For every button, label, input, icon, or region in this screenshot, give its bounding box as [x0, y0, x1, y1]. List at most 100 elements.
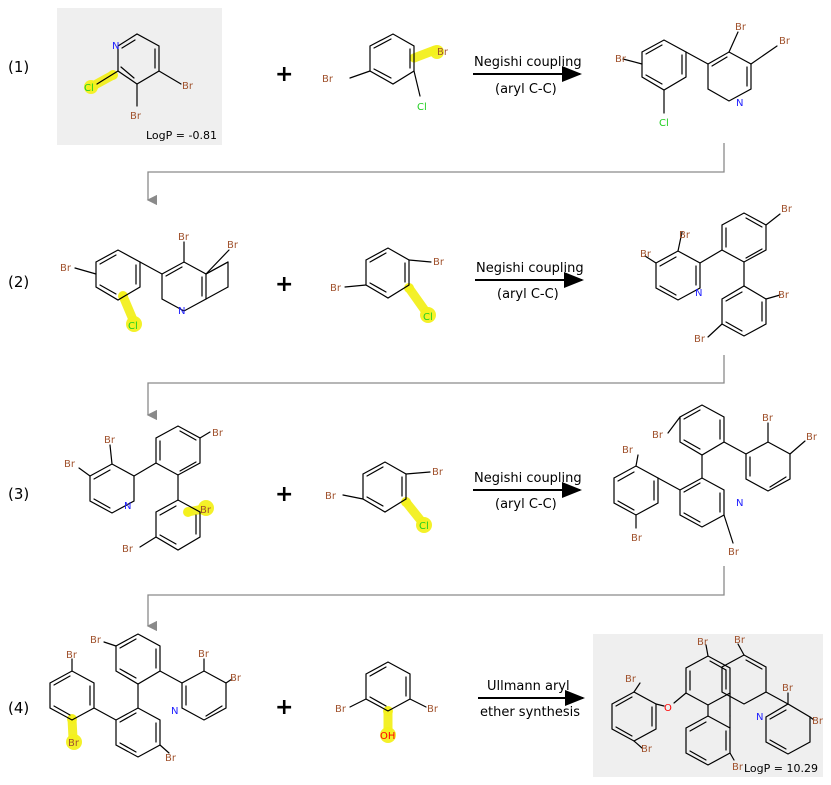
molecule-dibromochlorobenzene-3: Br Br Cl: [325, 461, 444, 533]
atom-br: Br: [432, 467, 444, 478]
atom-br: Br: [227, 240, 239, 251]
product-1: Br Cl N Br Br: [615, 22, 791, 129]
atom-br: Br: [694, 334, 706, 345]
atom-cl: Cl: [659, 118, 669, 129]
atom-br: Br: [427, 704, 439, 715]
logp-final: LogP = 10.29: [744, 762, 818, 775]
atom-br: Br: [165, 753, 177, 764]
atom-br: Br: [60, 263, 72, 274]
atom-br: Br: [200, 505, 212, 516]
step-label-4: (4): [8, 699, 29, 717]
molecule-dibromochloropyridine: N Cl Br Br: [84, 33, 194, 122]
reaction-type-1: (aryl C-C): [495, 82, 557, 97]
molecule-dibromochlorobenzene-1: Br Br Cl: [322, 33, 449, 113]
atom-br: Br: [335, 704, 347, 715]
atom-br: Br: [631, 533, 643, 544]
atom-br: Br: [325, 491, 337, 502]
atom-n: N: [171, 706, 178, 717]
connector-1-2: [146, 143, 725, 206]
atom-n: N: [695, 288, 702, 299]
reaction-name-1: Negishi coupling: [474, 55, 582, 70]
atom-br: Br: [230, 673, 242, 684]
atom-br: Br: [640, 249, 652, 260]
atom-br: Br: [198, 649, 210, 660]
atom-br: Br: [652, 430, 664, 441]
reaction-name-2: Negishi coupling: [476, 261, 584, 276]
atom-br: Br: [64, 459, 76, 470]
connector-2-3: [146, 355, 725, 421]
atom-n: N: [756, 712, 763, 723]
atom-br: Br: [622, 445, 634, 456]
plus-sign-3: +: [275, 482, 293, 507]
molecule-intermediate-1: Br Cl N Br Br: [60, 232, 239, 332]
atom-br: Br: [433, 257, 445, 268]
atom-br: Br: [641, 744, 653, 755]
atom-br: Br: [779, 36, 791, 47]
atom-br: Br: [778, 290, 790, 301]
atom-br: Br: [66, 650, 78, 661]
atom-br: Br: [762, 413, 774, 424]
atom-br: Br: [330, 283, 342, 294]
atom-br: Br: [781, 204, 793, 215]
atom-br: Br: [130, 111, 142, 122]
atom-n: N: [178, 306, 185, 317]
atom-br: Br: [178, 232, 190, 243]
atom-cl: Cl: [419, 521, 429, 532]
product-3: Br Br Br Br N Br Br: [613, 404, 818, 558]
molecule-dibromophenol: Br Br OH: [335, 661, 439, 743]
reaction-arrow-1: Negishi coupling (aryl C-C): [473, 55, 582, 97]
reaction-type-2: (aryl C-C): [497, 287, 559, 302]
atom-br: Br: [90, 635, 102, 646]
product-final: Br Br O Br Br Br N Br Br: [611, 635, 824, 773]
atom-br: Br: [437, 47, 449, 58]
atom-o: O: [664, 703, 672, 714]
atom-br: Br: [812, 716, 824, 727]
logp-start: LogP = -0.81: [146, 129, 217, 142]
reaction-arrow-3: Negishi coupling (aryl C-C): [473, 471, 582, 512]
reaction-name-3: Negishi coupling: [474, 471, 582, 486]
atom-n: N: [124, 501, 131, 512]
atom-br: Br: [104, 435, 116, 446]
atom-oh: OH: [380, 731, 395, 742]
atom-br: Br: [625, 674, 637, 685]
atom-n: N: [112, 41, 119, 52]
molecule-dibromochlorobenzene-2: Br Br Cl: [330, 247, 445, 323]
atom-cl: Cl: [84, 83, 94, 94]
atom-br: Br: [122, 544, 134, 555]
atom-br: Br: [615, 54, 627, 65]
atom-n: N: [736, 498, 743, 509]
atom-br: Br: [68, 738, 80, 749]
molecule-intermediate-2: Br Br N Br Br Br: [64, 425, 224, 555]
atom-br: Br: [212, 428, 224, 439]
atom-br: Br: [697, 637, 709, 648]
molecule-intermediate-3: Br Br Br Br N Br Br: [49, 633, 242, 764]
atom-br: Br: [322, 74, 334, 85]
step-label-2: (2): [8, 273, 29, 291]
atom-br: Br: [732, 762, 744, 773]
atom-br: Br: [806, 432, 818, 443]
atom-br: Br: [734, 635, 746, 646]
starting-material-box: [57, 8, 222, 145]
plus-sign-2: +: [275, 272, 293, 297]
reaction-type-4: ether synthesis: [480, 705, 580, 720]
product-2: Br Br N Br Br Br: [640, 204, 793, 345]
atom-br: Br: [728, 547, 740, 558]
plus-sign-4: +: [275, 695, 293, 720]
atom-cl: Cl: [423, 312, 433, 323]
reaction-arrow-4: Ullmann aryl ether synthesis: [478, 679, 585, 720]
plus-sign-1: +: [275, 62, 293, 87]
connector-3-4: [146, 566, 725, 632]
atom-cl: Cl: [128, 321, 138, 332]
reaction-name-4: Ullmann aryl: [487, 679, 570, 694]
atom-n: N: [736, 98, 743, 109]
atom-br: Br: [782, 683, 794, 694]
atom-cl: Cl: [417, 102, 427, 113]
atom-br: Br: [679, 230, 691, 241]
step-label-1: (1): [8, 58, 29, 76]
atom-br: Br: [735, 22, 747, 33]
reaction-arrow-2: Negishi coupling (aryl C-C): [475, 261, 584, 302]
reaction-type-3: (aryl C-C): [495, 497, 557, 512]
atom-br: Br: [182, 81, 194, 92]
step-label-3: (3): [8, 485, 29, 503]
